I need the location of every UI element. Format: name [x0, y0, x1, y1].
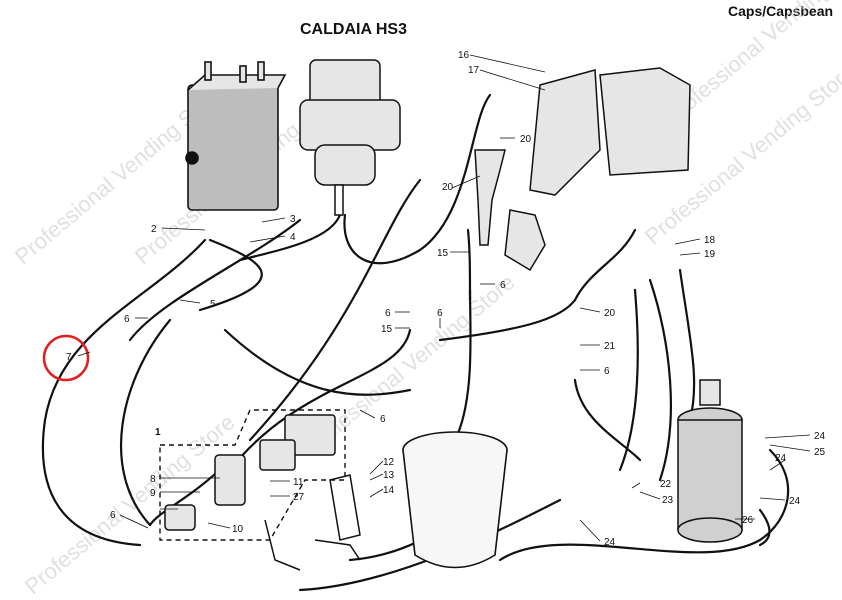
part-label-4: 4 — [290, 232, 296, 243]
hose — [573, 228, 637, 302]
part-label-21: 21 — [604, 341, 616, 352]
hose — [198, 238, 263, 312]
water-tank — [599, 67, 691, 176]
part-label-24: 24 — [789, 496, 801, 507]
assembly-title: CALDAIA HS3 — [300, 21, 407, 38]
part-label-18: 18 — [704, 235, 716, 246]
part-label-20: 20 — [442, 182, 454, 193]
part-label-27: 27 — [293, 492, 305, 503]
part-label-24: 24 — [604, 537, 616, 548]
part-label-9: 9 — [150, 488, 156, 499]
part-label-22: 22 — [660, 479, 672, 490]
boiler — [185, 61, 287, 211]
part-label-5: 5 — [210, 299, 216, 310]
part-label-23: 23 — [662, 495, 674, 506]
part-label-10: 10 — [232, 524, 244, 535]
part-label-15: 15 — [381, 324, 393, 335]
hose — [648, 278, 672, 482]
part-label-6: 6 — [110, 510, 116, 521]
part-label-6: 6 — [604, 366, 610, 377]
part-label-15: 15 — [437, 248, 449, 259]
part-label-19: 19 — [704, 249, 716, 260]
hose — [128, 218, 302, 342]
valve-assembly — [164, 414, 336, 531]
part-label-3: 3 — [290, 214, 296, 225]
hose — [41, 238, 207, 547]
part-label-6: 6 — [385, 308, 391, 319]
hose — [453, 288, 472, 442]
brand-title: Caps/Capsbean — [728, 3, 834, 19]
part-label-8: 8 — [150, 474, 156, 485]
hose — [758, 508, 771, 547]
water-filter — [677, 379, 743, 543]
part-label-25: 25 — [814, 447, 826, 458]
part-label-7: 7 — [66, 352, 72, 363]
part-label-13: 13 — [383, 470, 395, 481]
bracket — [264, 474, 361, 571]
part-label-11: 11 — [293, 477, 304, 488]
part-label-24: 24 — [814, 431, 826, 442]
mixer-parts — [474, 69, 601, 272]
hose — [238, 213, 342, 262]
hose — [438, 298, 577, 342]
heater-assembly — [299, 59, 401, 216]
hose — [343, 93, 492, 265]
part-label-20: 20 — [604, 308, 616, 319]
hose — [228, 328, 412, 472]
group-outline — [159, 409, 346, 541]
part-label-24: 24 — [775, 453, 787, 464]
part-label-20: 20 — [520, 134, 532, 145]
hose — [573, 378, 642, 462]
bucket — [402, 431, 508, 569]
part-label-14: 14 — [383, 485, 395, 496]
hose — [223, 328, 412, 396]
hose — [498, 448, 790, 562]
part-label-6: 6 — [380, 414, 386, 425]
hose — [120, 318, 172, 527]
part-label-2: 2 — [151, 224, 157, 235]
part-label-1: 1 — [155, 427, 161, 438]
hose — [618, 288, 639, 472]
part-label-17: 17 — [468, 65, 480, 76]
part-label-16: 16 — [458, 50, 470, 61]
hose — [248, 178, 422, 442]
highlight-circle-7 — [42, 334, 90, 382]
part-label-6: 6 — [124, 314, 130, 325]
part-label-6: 6 — [500, 280, 506, 291]
part-label-26: 26 — [742, 515, 754, 526]
hose — [678, 268, 696, 422]
part-label-12: 12 — [383, 457, 395, 468]
part-label-6: 6 — [437, 308, 443, 319]
